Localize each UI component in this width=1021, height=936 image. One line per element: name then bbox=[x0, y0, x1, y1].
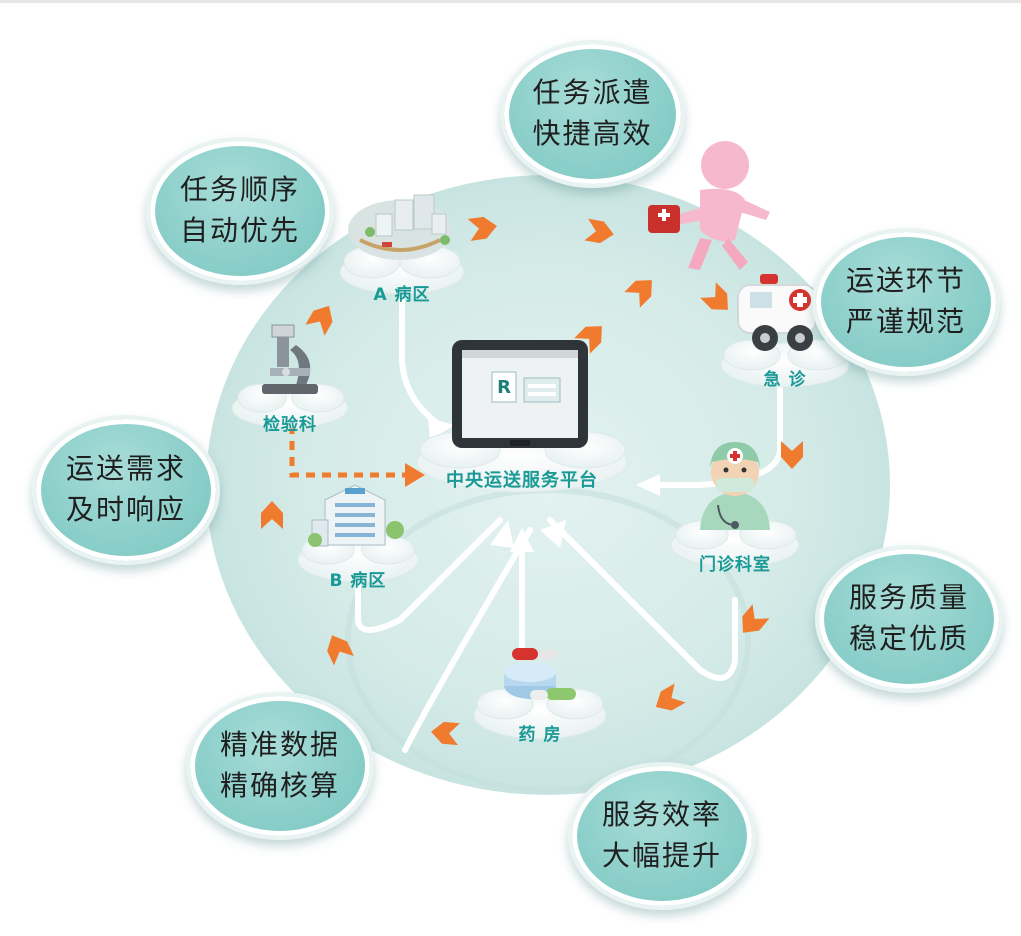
benefit-text: 精准数据 bbox=[219, 728, 340, 762]
doctor-icon bbox=[700, 442, 770, 530]
benefit-bubble-priority: 任务顺序 自动优先 bbox=[146, 137, 334, 285]
benefit-text: 运送需求 bbox=[65, 452, 186, 486]
connector-lines bbox=[355, 297, 783, 753]
benefit-text: 严谨规范 bbox=[845, 305, 966, 338]
svg-text:R: R bbox=[497, 377, 511, 398]
buildings-icon bbox=[348, 194, 452, 260]
benefit-bubble-response: 运送需求 及时响应 bbox=[32, 415, 220, 565]
node-label-center-platform: 中央运送服务平台 bbox=[446, 470, 598, 491]
node-label-outpatient: 门诊科室 bbox=[699, 555, 771, 575]
benefit-text: 自动优先 bbox=[179, 214, 300, 247]
connector-arrowheads bbox=[428, 418, 660, 552]
pills-icon bbox=[504, 648, 576, 700]
courier-figure-icon bbox=[648, 141, 770, 270]
benefit-text: 任务顺序 bbox=[179, 173, 300, 207]
benefit-text: 快捷高效 bbox=[532, 117, 653, 150]
benefit-bubble-quality: 服务质量 稳定优质 bbox=[815, 545, 1003, 693]
hospital-icon bbox=[308, 484, 404, 547]
benefit-text: 服务质量 bbox=[848, 581, 969, 615]
node-label-emergency: 急 诊 bbox=[763, 370, 807, 390]
benefit-bubble-data: 精准数据 精确核算 bbox=[186, 692, 374, 840]
benefit-bubble-dispatch: 任务派遣 快捷高效 bbox=[500, 40, 685, 188]
node-label-ward-a: A 病区 bbox=[373, 285, 431, 305]
benefit-text: 及时响应 bbox=[65, 493, 186, 526]
benefit-bubble-efficiency: 服务效率 大幅提升 bbox=[568, 762, 756, 910]
benefit-text: 大幅提升 bbox=[601, 839, 722, 872]
tablet-icon: R bbox=[452, 340, 588, 448]
benefit-text: 精确核算 bbox=[219, 769, 340, 802]
top-border bbox=[0, 0, 1021, 3]
node-label-ward-b: B 病区 bbox=[329, 571, 387, 591]
benefit-text: 运送环节 bbox=[845, 264, 966, 298]
node-label-pharmacy: 药 房 bbox=[518, 725, 562, 745]
benefit-text: 服务效率 bbox=[601, 798, 722, 832]
microscope-icon bbox=[262, 324, 318, 394]
benefit-bubble-standard: 运送环节 严谨规范 bbox=[812, 228, 1000, 376]
benefit-text: 任务派遣 bbox=[532, 76, 653, 110]
ambulance-icon bbox=[737, 274, 817, 351]
lab-dashed-link bbox=[289, 425, 405, 478]
node-label-lab: 检验科 bbox=[263, 415, 317, 435]
benefit-text: 稳定优质 bbox=[848, 622, 969, 655]
